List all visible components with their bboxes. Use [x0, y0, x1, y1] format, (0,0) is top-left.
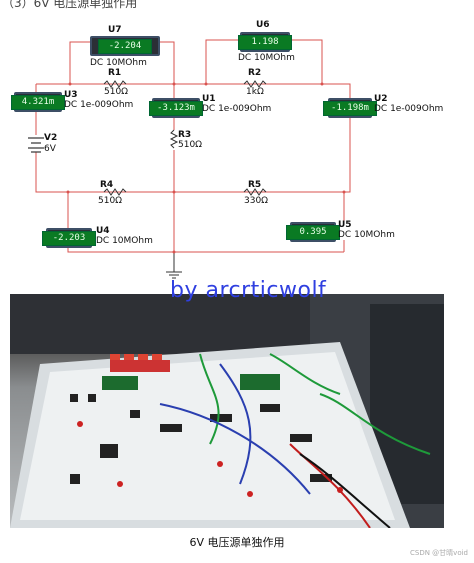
battery-symbol [28, 137, 44, 153]
meter-u3-reading: 4.321m [11, 94, 65, 110]
ground-symbol [166, 252, 182, 279]
meter-u2-ref: U2 [374, 94, 388, 104]
meter-u3: 4.321m [11, 92, 65, 112]
resistor-r4-symbol [103, 188, 127, 196]
watermark-text: by arcrticwolf [170, 278, 327, 303]
meter-u4-reading: -2.203 [42, 230, 96, 246]
resistor-r5-ref: R5 [248, 180, 262, 190]
meter-u3-mode: DC 1e-009Ohm [64, 100, 134, 110]
meter-u1: -3.123m [149, 98, 203, 118]
source-value: 6V [44, 144, 56, 154]
section-heading: （3）6V 电压源单独作用 [2, 0, 138, 10]
resistor-r5-value: 330Ω [244, 196, 269, 206]
resistor-r2-value: 1kΩ [246, 87, 264, 97]
resistor-r3-symbol [169, 129, 179, 149]
meter-u7: -2.204 [90, 36, 160, 56]
meter-u4-mode: DC 10MOhm [96, 236, 153, 246]
meter-u6-ref: U6 [256, 20, 270, 30]
meter-u5-mode: DC 10MOhm [338, 230, 395, 240]
meter-u6-mode: DC 10MOhm [238, 53, 295, 63]
resistor-r1-ref: R1 [108, 68, 122, 78]
meter-u1-ref: U1 [202, 94, 216, 104]
resistor-r5-symbol [243, 188, 267, 196]
meter-u2-reading: -1.198m [323, 100, 377, 116]
resistor-r1-symbol [103, 80, 127, 88]
lab-board-photo [10, 294, 444, 528]
meter-u5-ref: U5 [338, 220, 352, 230]
resistor-r3-value: 510Ω [178, 140, 203, 150]
source-ref: V2 [44, 133, 58, 143]
meter-u1-reading: -3.123m [149, 100, 203, 116]
resistor-r3-ref: R3 [178, 130, 192, 140]
meter-u1-mode: DC 1e-009Ohm [202, 104, 272, 114]
meter-u5: 0.395 [286, 222, 340, 242]
meter-u2-mode: DC 1e-009Ohm [374, 104, 444, 114]
meter-u4-ref: U4 [96, 226, 110, 236]
resistor-r1-value: 510Ω [104, 87, 129, 97]
circuit-schematic [28, 39, 351, 279]
meter-u7-mode: DC 10MOhm [90, 58, 147, 68]
meter-u3-ref: U3 [64, 90, 78, 100]
lab-board-illustration [10, 294, 444, 528]
figure-caption: 6V 电压源单独作用 [189, 536, 285, 549]
meter-u5-reading: 0.395 [286, 224, 340, 240]
meter-u7-ref: U7 [108, 25, 122, 35]
resistor-r2-symbol [243, 80, 267, 88]
source-credit: CSDN @甘晴void [410, 549, 468, 557]
meter-u6-reading: 1.198 [238, 34, 292, 50]
meter-u4: -2.203 [42, 228, 96, 248]
meter-u2: -1.198m [323, 98, 377, 118]
resistor-r4-ref: R4 [100, 180, 114, 190]
meter-u6: 1.198 [238, 32, 292, 52]
resistor-r4-value: 510Ω [98, 196, 123, 206]
resistor-r2-ref: R2 [248, 68, 262, 78]
meter-u7-reading: -2.204 [98, 38, 152, 54]
